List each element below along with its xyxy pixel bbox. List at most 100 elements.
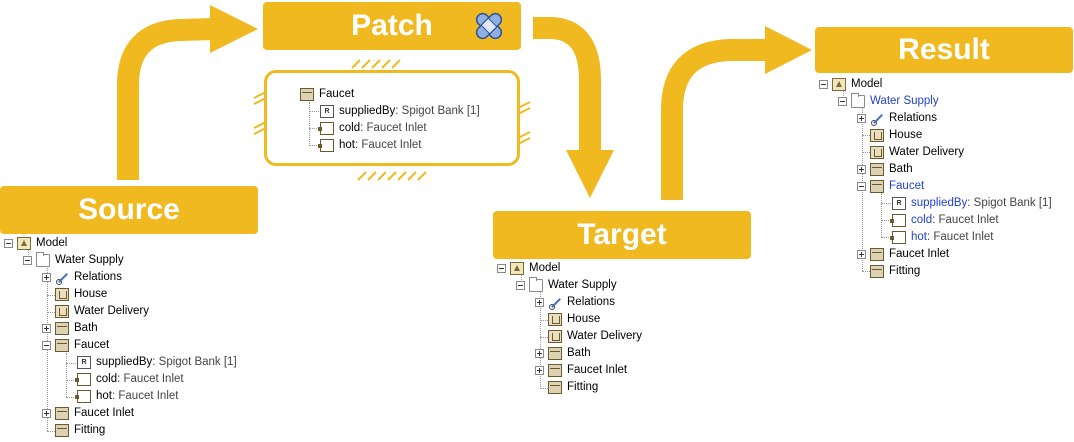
tree-node-faucet-inlet[interactable]: Faucet Inlet bbox=[857, 246, 949, 263]
arrow-patch-to-target-head bbox=[566, 150, 614, 198]
plus-expander-icon[interactable] bbox=[857, 165, 866, 174]
tree-node-faucet-inlet[interactable]: Faucet Inlet bbox=[535, 362, 627, 379]
tree-node-faucet[interactable]: Faucet bbox=[42, 337, 109, 354]
tree-node-water-delivery[interactable]: Water Delivery bbox=[548, 328, 642, 345]
tree-node-bath[interactable]: Bath bbox=[857, 161, 913, 178]
folder-icon bbox=[36, 252, 50, 267]
block-icon bbox=[870, 180, 884, 193]
tree-node-relations[interactable]: Relations bbox=[535, 294, 615, 311]
folder-icon bbox=[529, 277, 543, 292]
node-label: Faucet bbox=[889, 180, 925, 192]
source-banner: Source bbox=[0, 186, 258, 234]
tree-node-faucet[interactable]: Faucet bbox=[857, 178, 924, 195]
tree-node-water-delivery[interactable]: Water Delivery bbox=[870, 144, 964, 161]
minus-expander-icon[interactable] bbox=[42, 341, 51, 350]
node-label: Water Supply bbox=[548, 279, 617, 291]
plus-expander-icon[interactable] bbox=[857, 114, 866, 123]
port-icon bbox=[75, 373, 91, 386]
tree-node-water-supply[interactable]: Water Supply bbox=[23, 252, 124, 269]
plus-expander-icon[interactable] bbox=[535, 298, 544, 307]
tree-node-water-supply[interactable]: Water Supply bbox=[838, 93, 939, 110]
node-label: Fitting bbox=[889, 265, 921, 277]
tree-node-model[interactable]: Model bbox=[819, 76, 882, 93]
tree-node-faucet[interactable]: Faucet bbox=[300, 86, 354, 103]
block-icon bbox=[300, 88, 314, 101]
block-icon bbox=[548, 364, 562, 377]
source-label: Source bbox=[78, 193, 180, 226]
minus-expander-icon[interactable] bbox=[497, 264, 506, 273]
model-icon bbox=[510, 262, 524, 275]
tree-node-hot[interactable]: hot : Faucet Inlet bbox=[890, 229, 993, 246]
tree-node-cold[interactable]: cold : Faucet Inlet bbox=[890, 212, 999, 229]
plus-expander-icon[interactable] bbox=[535, 349, 544, 358]
arrow-target-to-result bbox=[661, 39, 770, 200]
tree-node-fitting[interactable]: Fitting bbox=[548, 379, 598, 396]
result-label: Result bbox=[898, 33, 990, 66]
node-label: Relations bbox=[889, 112, 937, 124]
node-label: Water Delivery bbox=[889, 146, 964, 158]
relations-icon bbox=[870, 112, 884, 126]
plus-expander-icon[interactable] bbox=[42, 273, 51, 282]
node-label: House bbox=[889, 129, 923, 141]
tree-node-cold[interactable]: cold : Faucet Inlet bbox=[75, 371, 184, 388]
tree-node-suppliedby[interactable]: R suppliedBy : Spigot Bank [1] bbox=[892, 195, 1052, 212]
tree-node-faucet-inlet[interactable]: Faucet Inlet bbox=[42, 405, 134, 422]
node-label: Water Supply bbox=[55, 254, 124, 266]
tree-node-water-supply[interactable]: Water Supply bbox=[516, 277, 617, 294]
node-label: hot bbox=[339, 139, 355, 151]
block-icon bbox=[55, 322, 69, 335]
tree-node-cold[interactable]: cold : Faucet Inlet bbox=[318, 120, 427, 137]
node-label: hot bbox=[911, 231, 927, 243]
tree-node-model[interactable]: Model bbox=[497, 260, 560, 277]
minus-expander-icon[interactable] bbox=[4, 239, 13, 248]
result-banner: Result bbox=[815, 27, 1073, 73]
tree-node-fitting[interactable]: Fitting bbox=[55, 422, 105, 439]
block-icon bbox=[548, 381, 562, 394]
tree-node-house[interactable]: House bbox=[55, 286, 107, 303]
plus-expander-icon[interactable] bbox=[42, 409, 51, 418]
node-label: Faucet bbox=[319, 88, 355, 100]
block-icon bbox=[870, 265, 884, 278]
plus-expander-icon[interactable] bbox=[535, 366, 544, 375]
tree-node-suppliedby[interactable]: R suppliedBy : Spigot Bank [1] bbox=[77, 354, 237, 371]
node-label: Water Delivery bbox=[567, 330, 642, 342]
diagram-icon bbox=[548, 313, 562, 326]
plus-expander-icon[interactable] bbox=[857, 250, 866, 259]
node-type: : Faucet Inlet bbox=[932, 214, 999, 226]
tree-node-hot[interactable]: hot : Faucet Inlet bbox=[318, 137, 421, 154]
minus-expander-icon[interactable] bbox=[516, 281, 525, 290]
node-label: House bbox=[567, 313, 601, 325]
tree-node-water-delivery[interactable]: Water Delivery bbox=[55, 303, 149, 320]
minus-expander-icon[interactable] bbox=[819, 80, 828, 89]
tree-node-house[interactable]: House bbox=[870, 127, 922, 144]
tree-node-relations[interactable]: Relations bbox=[857, 110, 937, 127]
tree-node-bath[interactable]: Bath bbox=[42, 320, 98, 337]
node-label: Relations bbox=[74, 271, 122, 283]
node-label: Relations bbox=[567, 296, 615, 308]
tree-node-relations[interactable]: Relations bbox=[42, 269, 122, 286]
relations-icon bbox=[548, 296, 562, 310]
tree-node-bath[interactable]: Bath bbox=[535, 345, 591, 362]
minus-expander-icon[interactable] bbox=[838, 97, 847, 106]
diagram-icon bbox=[870, 129, 884, 142]
tree-node-suppliedby[interactable]: R suppliedBy : Spigot Bank [1] bbox=[320, 103, 480, 120]
tree-node-model[interactable]: Model bbox=[4, 235, 67, 252]
port-icon bbox=[318, 139, 334, 152]
node-label: Model bbox=[851, 78, 883, 90]
node-label: suppliedBy bbox=[339, 105, 396, 117]
node-label: Bath bbox=[567, 347, 591, 359]
port-icon bbox=[890, 214, 906, 227]
node-label: Faucet bbox=[74, 339, 110, 351]
node-label: hot bbox=[96, 390, 112, 402]
tree-node-house[interactable]: House bbox=[548, 311, 600, 328]
minus-expander-icon[interactable] bbox=[857, 182, 866, 191]
tree-node-hot[interactable]: hot : Faucet Inlet bbox=[75, 388, 179, 405]
node-label: Bath bbox=[889, 163, 913, 175]
node-type: : Faucet Inlet bbox=[112, 390, 179, 402]
arrow-patch-to-target bbox=[533, 17, 601, 150]
tree-node-fitting[interactable]: Fitting bbox=[870, 263, 920, 280]
plus-expander-icon[interactable] bbox=[42, 324, 51, 333]
minus-expander-icon[interactable] bbox=[23, 256, 32, 265]
block-icon bbox=[55, 424, 69, 437]
